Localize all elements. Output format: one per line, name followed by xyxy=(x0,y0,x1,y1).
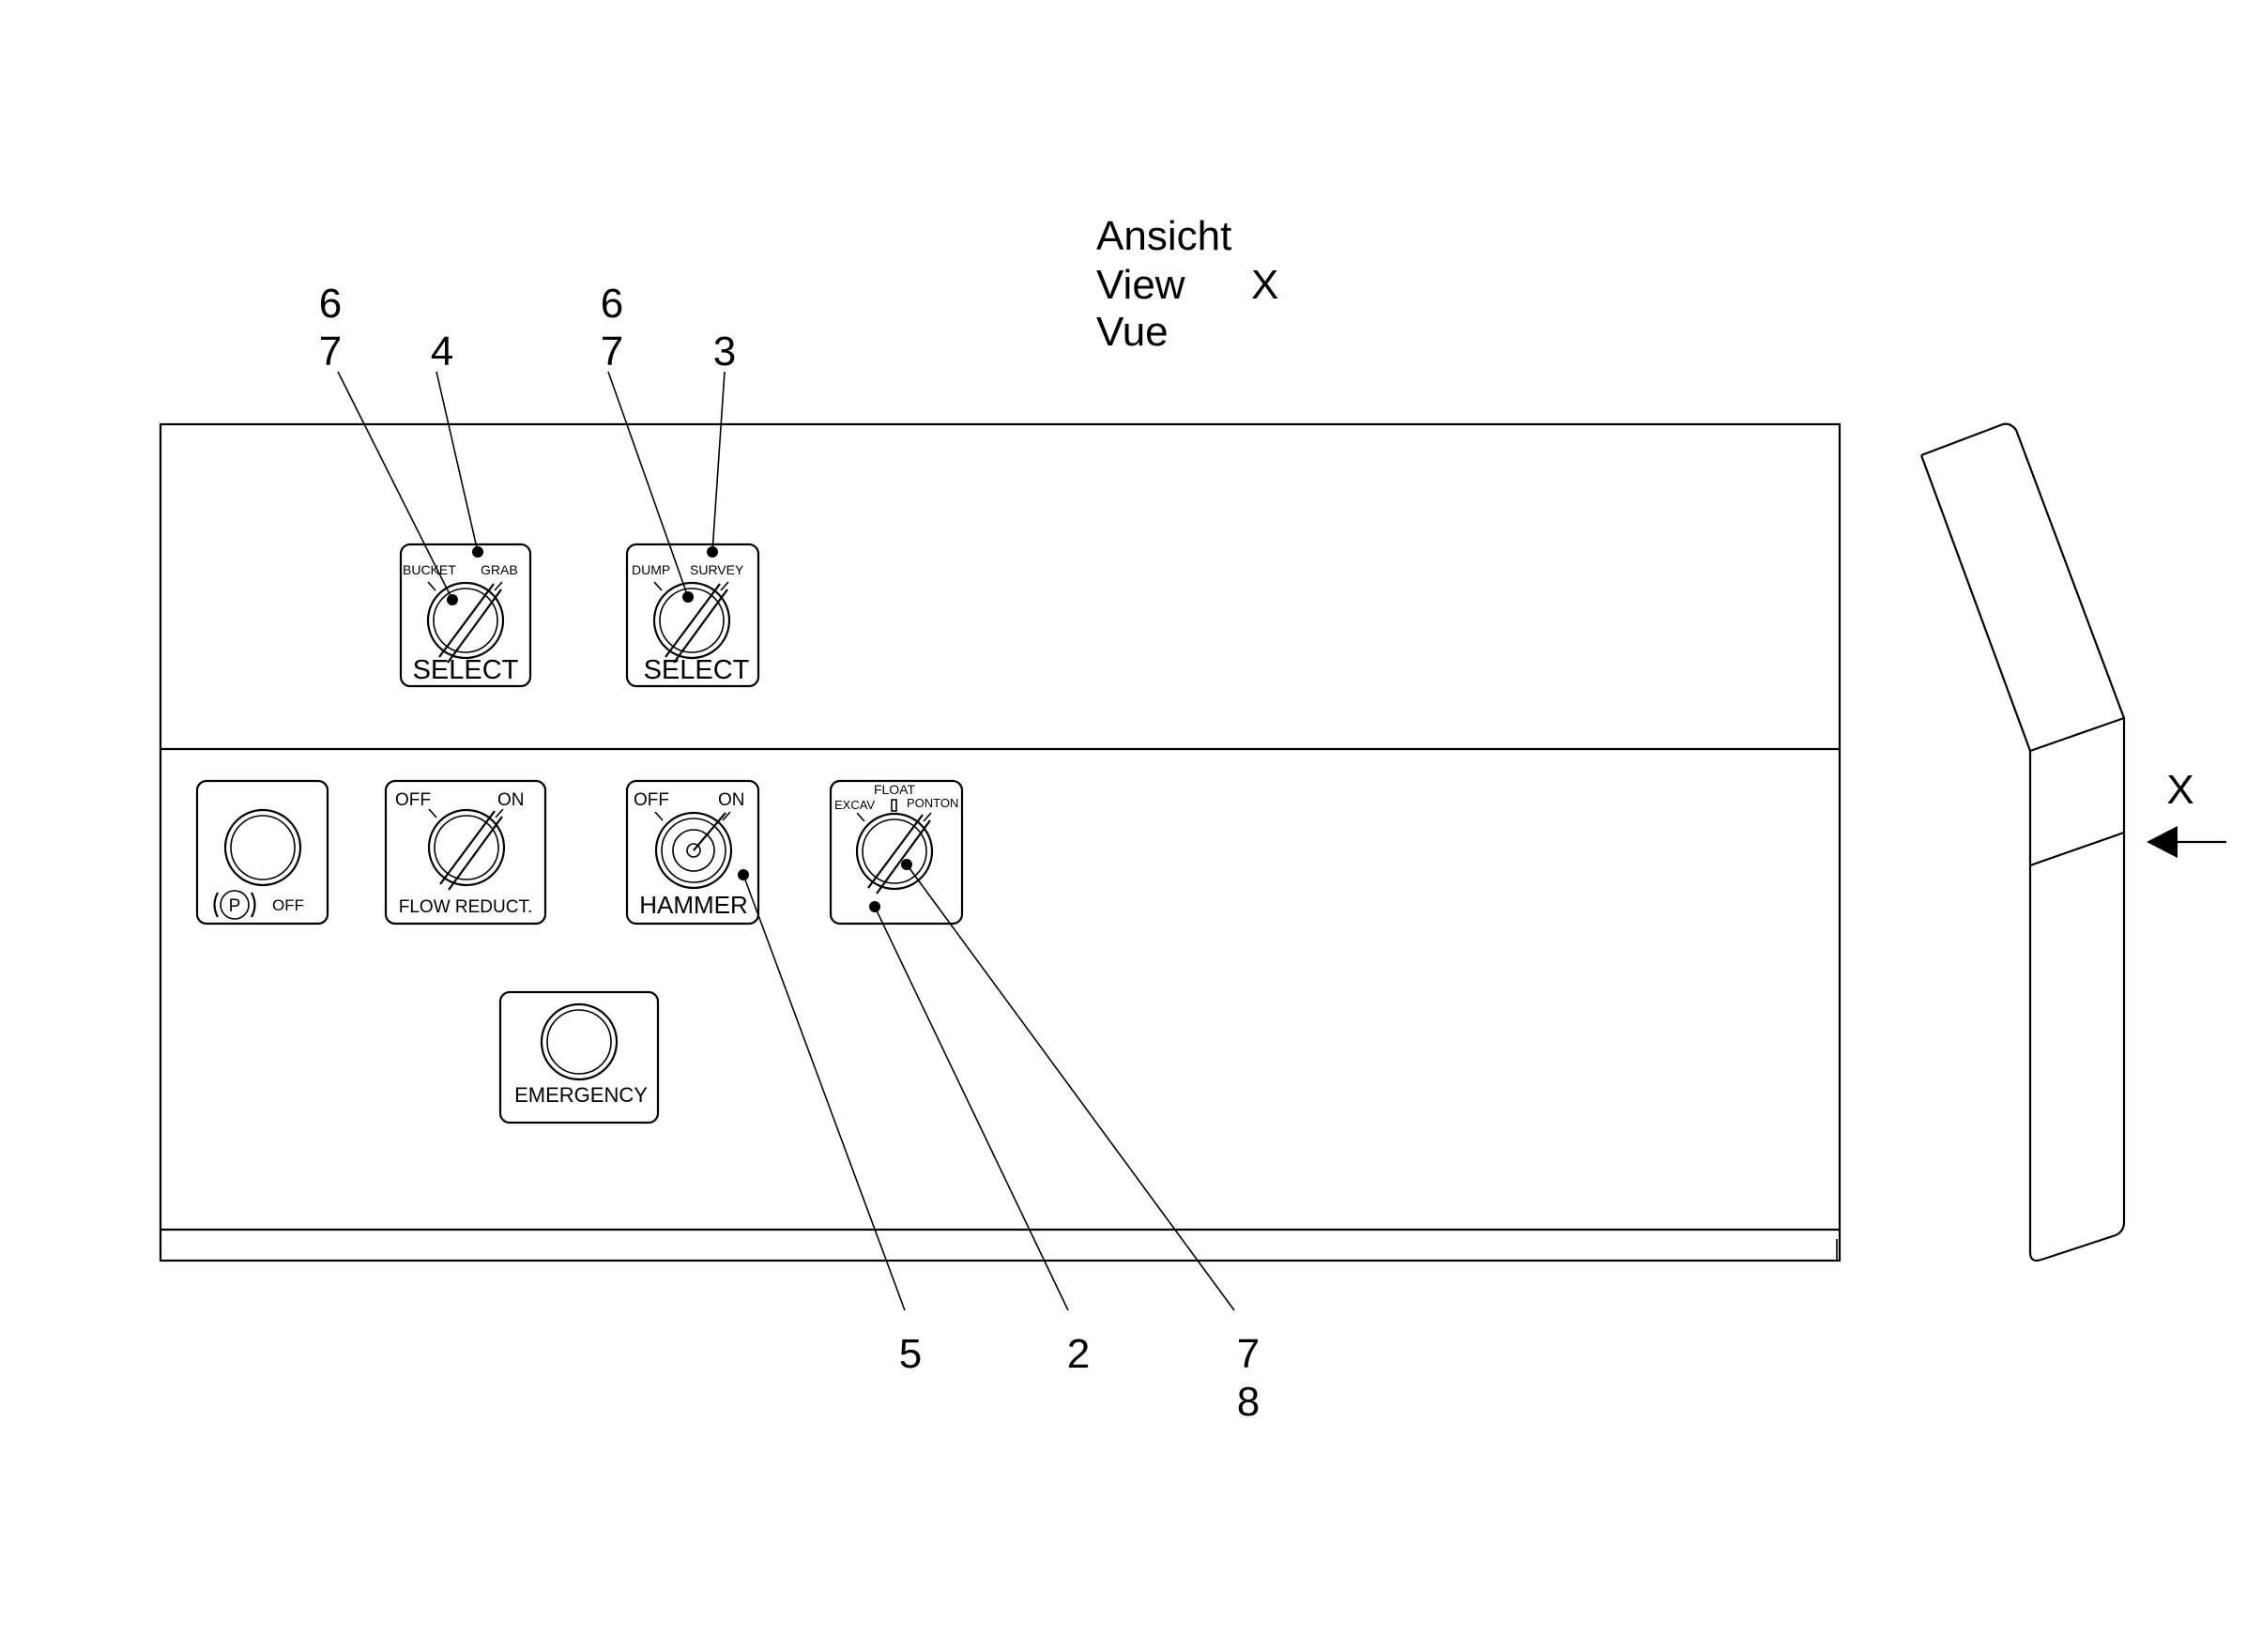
callout-6-left: 6 xyxy=(319,281,342,327)
hammer-switch[interactable]: OFF ON HAMMER xyxy=(625,779,760,925)
bucket-grab-select-label: SELECT xyxy=(413,655,519,685)
callout-numbers: 6 7 4 6 7 3 5 2 7 8 xyxy=(319,281,1260,1425)
leader-lines xyxy=(337,371,1235,1311)
callout-5: 5 xyxy=(899,1331,922,1377)
callout-6-right: 6 xyxy=(601,281,623,327)
flow-reduct-label: FLOW REDUCT. xyxy=(399,897,533,917)
bucket-label: BUCKET xyxy=(403,562,456,577)
flow-off-label: OFF xyxy=(395,790,431,810)
parking-brake-button[interactable]: P OFF xyxy=(195,779,329,925)
hammer-off-label: OFF xyxy=(634,790,669,810)
dump-label: DUMP xyxy=(632,562,670,577)
control-panel xyxy=(159,422,1842,1262)
callout-7-right: 7 xyxy=(601,329,623,375)
view-label-en: View xyxy=(1096,262,1185,308)
view-label-de: Ansicht xyxy=(1096,213,1231,259)
callout-3: 3 xyxy=(713,329,736,375)
parking-symbol: P xyxy=(229,896,241,916)
callout-4: 4 xyxy=(431,329,453,375)
callout-7-left: 7 xyxy=(319,329,342,375)
select-switch-dump-survey[interactable]: DUMP SURVEY SELECT xyxy=(625,543,760,688)
callout-7-bottom: 7 xyxy=(1237,1331,1260,1377)
select-switch-bucket-grab[interactable]: BUCKET GRAB SELECT xyxy=(399,543,532,688)
callout-8: 8 xyxy=(1237,1379,1260,1425)
emergency-stop-button[interactable]: EMERGENCY xyxy=(498,990,660,1124)
ponton-label: PONTON xyxy=(907,796,958,810)
float-mode-switch[interactable]: FLOAT EXCAV PONTON xyxy=(829,779,964,925)
flow-reduct-switch[interactable]: OFF ON FLOW REDUCT. xyxy=(384,779,547,925)
side-profile xyxy=(1919,422,2126,1262)
grab-label: GRAB xyxy=(481,562,518,577)
view-arrow-letter: X xyxy=(2166,767,2193,813)
view-letter: X xyxy=(1251,262,1278,308)
excav-label: EXCAV xyxy=(834,798,875,812)
survey-label: SURVEY xyxy=(690,562,744,577)
flow-on-label: ON xyxy=(497,790,525,810)
emergency-label: EMERGENCY xyxy=(514,1083,648,1107)
float-label: FLOAT xyxy=(874,782,916,797)
view-label-fr: Vue xyxy=(1096,309,1169,355)
hammer-on-label: ON xyxy=(718,790,745,810)
view-arrow: X xyxy=(2147,767,2226,858)
dump-survey-select-label: SELECT xyxy=(644,655,750,685)
hammer-label: HAMMER xyxy=(639,891,748,919)
callout-2: 2 xyxy=(1067,1331,1090,1377)
parking-off-label: OFF xyxy=(272,896,304,914)
